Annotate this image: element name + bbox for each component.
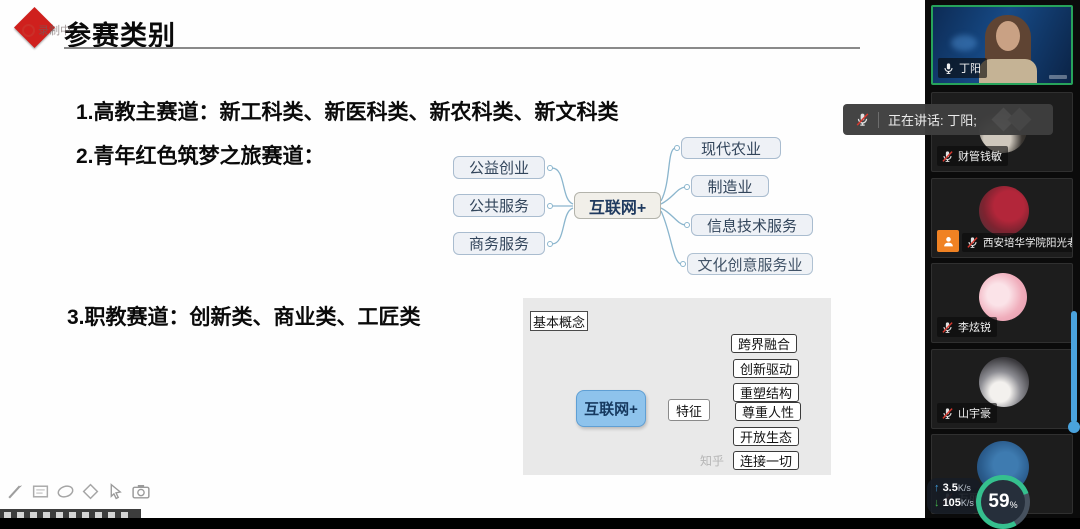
mindmap1-node-right: 信息技术服务 — [691, 214, 813, 236]
recording-dot-icon — [22, 23, 35, 37]
sidebar-scrollbar-handle[interactable] — [1068, 421, 1080, 433]
mindmap2-leaf: 跨界融合 — [731, 334, 797, 353]
annotation-toolbar — [6, 482, 152, 501]
mindmap1-center-node: 互联网+ — [574, 192, 661, 219]
diamond-tool-icon[interactable] — [81, 482, 100, 501]
sidebar-scrollbar-thumb[interactable] — [1071, 311, 1077, 423]
host-person-badge-icon — [937, 230, 959, 252]
participants-sidebar: 丁阳 财管钱敏 西安培华学院阳光老师 李炫锐 山宇豪 — [925, 0, 1080, 518]
performance-gauge: 59 % — [976, 475, 1030, 529]
mindmap1-node-right: 制造业 — [691, 175, 769, 197]
slide-line-track3: 3.职教赛道：创新类、商业类、工匠类 — [67, 306, 421, 329]
mindmap2-concept-node: 基本概念 — [530, 311, 588, 331]
slide-line-track1: 1.高教主赛道：新工科类、新医科类、新农科类、新文科类 — [76, 101, 619, 124]
recording-watermark-label: 录制中 — [38, 25, 71, 37]
mindmap1-node-left: 公益创业 — [453, 156, 545, 179]
mindmap2-leaf: 重塑结构 — [733, 383, 799, 402]
pen-tool-icon[interactable] — [6, 482, 25, 501]
participant-name-badge: 丁阳 — [938, 58, 987, 78]
taskbar-clipped-text — [0, 509, 141, 518]
participant-name-badge: 西安培华学院阳光老师 — [962, 233, 1072, 252]
mindmap2-center-node: 互联网+ — [576, 390, 646, 427]
mindmap2-leaf: 创新驱动 — [733, 359, 799, 378]
upload-arrow-icon: ↑ — [934, 482, 940, 494]
participant-tile-lixuanrui[interactable]: 李炫锐 — [931, 263, 1073, 343]
shared-slide: 录制中 参赛类别 1.高教主赛道：新工科类、新医科类、新农科类、新文科类 2.青… — [0, 0, 925, 518]
participant-name: 丁阳 — [959, 63, 981, 75]
mindmap1-node-right: 文化创意服务业 — [687, 253, 813, 275]
mindmap1-node-left: 公共服务 — [453, 194, 545, 217]
participant-tile-dingyang[interactable]: 丁阳 — [931, 5, 1073, 85]
mic-muted-icon — [941, 150, 954, 163]
participant-tile-yangguanglaoshi[interactable]: 西安培华学院阳光老师 — [931, 178, 1073, 258]
download-speed: 105 — [942, 497, 961, 509]
mic-muted-icon — [855, 112, 870, 127]
title-underline — [64, 47, 860, 49]
participant-name: 财管钱敏 — [958, 151, 1002, 163]
recording-watermark: 录制中 — [22, 22, 71, 38]
textbox-tool-icon[interactable] — [31, 482, 50, 501]
speaking-toast-label: 正在讲话: 丁阳; — [888, 113, 977, 128]
upload-unit: K/s — [957, 483, 971, 493]
page-title: 参赛类别 — [64, 21, 176, 51]
mindmap2-leaf: 连接一切 — [733, 451, 799, 470]
mic-on-icon — [942, 62, 955, 75]
participant-name-badge: 财管钱敏 — [937, 146, 1008, 166]
mindmap1-node-left: 商务服务 — [453, 232, 545, 255]
cursor-tool-icon[interactable] — [106, 482, 125, 501]
meeting-logo-icon — [989, 106, 1039, 133]
mindmap1-node-right: 现代农业 — [681, 137, 781, 159]
slide-line-track2: 2.青年红色筑梦之旅赛道： — [76, 145, 325, 168]
mic-muted-icon — [941, 407, 954, 420]
ellipse-tool-icon[interactable] — [56, 482, 75, 501]
avatar — [979, 186, 1029, 236]
gauge-unit: % — [1009, 500, 1018, 510]
participant-name: 山宇豪 — [958, 408, 991, 420]
mindmap2-leaf: 开放生态 — [733, 427, 799, 446]
zhihu-watermark: 知乎 — [700, 454, 725, 468]
toast-divider — [878, 111, 879, 128]
network-stats: ↑ 3.5K/s ↓ 105K/s — [927, 478, 981, 514]
avatar — [979, 273, 1027, 321]
download-unit: K/s — [960, 498, 974, 508]
participant-name: 李炫锐 — [958, 322, 991, 334]
mic-muted-icon — [941, 321, 954, 334]
screenshot-tool-icon[interactable] — [131, 482, 152, 501]
gauge-value: 59 — [988, 491, 1010, 512]
mindmap2-branch-node: 特征 — [668, 399, 710, 421]
avatar — [979, 357, 1029, 407]
mindmap2-leaf: 尊重人性 — [735, 402, 801, 421]
download-arrow-icon: ↓ — [934, 497, 940, 509]
participant-name-badge: 山宇豪 — [937, 403, 997, 423]
gauge-value-wrap: 59 % — [981, 480, 1025, 524]
participant-name: 西安培华学院阳光老师 — [983, 237, 1072, 249]
mic-muted-icon — [966, 236, 979, 249]
participant-tile-shanyuhao[interactable]: 山宇豪 — [931, 349, 1073, 429]
video-timestamp-watermark — [1049, 75, 1067, 79]
speaking-toast: 正在讲话: 丁阳; — [843, 104, 1053, 135]
participant-name-badge: 李炫锐 — [937, 317, 997, 337]
upload-speed: 3.5 — [942, 482, 958, 494]
